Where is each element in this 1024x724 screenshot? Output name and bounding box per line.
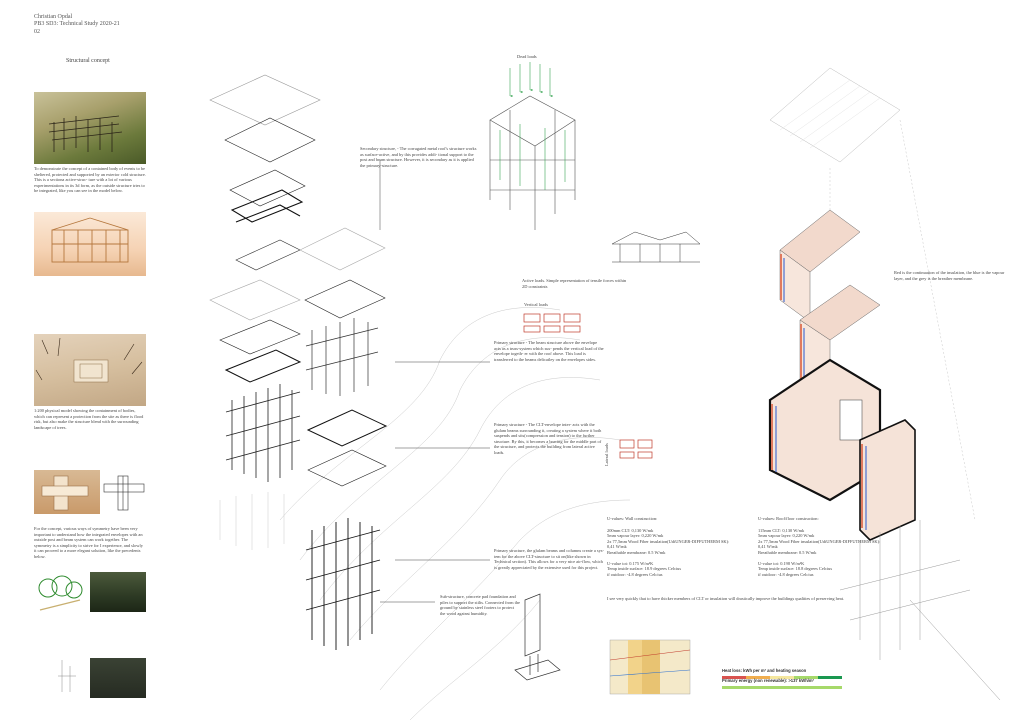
u-values-roof-result: if outdoor: -4.8 degrees Celcius bbox=[758, 571, 814, 577]
u-values-roof-line: Breathable membrane: 0.5 W/mk bbox=[758, 549, 817, 555]
precedent-photo-forest bbox=[90, 572, 146, 612]
layers-note: Red is the continuation of the insulatio… bbox=[894, 270, 1005, 281]
temperature-chart-thumbnail bbox=[609, 639, 691, 695]
precedent-sketch bbox=[58, 660, 76, 692]
page-number: 02 bbox=[34, 28, 40, 35]
u-values-roof-result: Temp inside surface: 18.8 degrees Celciu… bbox=[758, 566, 833, 572]
foundation-detail bbox=[514, 593, 561, 681]
u-values-roof-line: 2x 77,5mm Wood Fiber insulation(UdiUNGER… bbox=[758, 538, 881, 544]
u-values-wall-line: 200mm CLT: 0,130 W/mk bbox=[607, 527, 654, 533]
page-header: Christian Opdal PB3 SD3: Technical Study… bbox=[34, 14, 120, 36]
model-description: 1:200 physical model showing the contain… bbox=[34, 408, 144, 430]
author-name: Christian Opdal bbox=[34, 14, 73, 20]
joint-illustration bbox=[41, 475, 89, 511]
u-values-wall-line: Breathable membrane: 0.5 W/mk bbox=[607, 549, 666, 555]
dead-loads-label: Dead loads bbox=[517, 54, 537, 59]
site-model-illustration bbox=[35, 337, 143, 383]
u-values-wall-result: if outdoor: -4.8 degrees Celcius bbox=[607, 571, 663, 577]
model-photo-timber-frame bbox=[34, 212, 146, 276]
vertical-loads-label: Vertical loads bbox=[524, 302, 549, 307]
u-values-roof: U-values: Roof/floor construction: 115mm… bbox=[758, 516, 908, 577]
lateral-loads-diagrams bbox=[619, 439, 653, 459]
leader-lines bbox=[379, 160, 490, 603]
course-title: PB3 SD3: Technical Study 2020-21 bbox=[34, 21, 120, 28]
u-values-wall-line: 2x 77,5mm Wood Fiber insulation(UdiUNGER… bbox=[607, 538, 730, 544]
u-values-roof-title: U-values: Roof/floor construction: bbox=[758, 516, 819, 521]
timber-frame-illustration bbox=[51, 217, 129, 263]
u-values-wall: U-values: Wall construction: 200mm CLT: … bbox=[607, 516, 757, 577]
joint-photo bbox=[34, 470, 100, 514]
section-title: Structural concept bbox=[66, 58, 110, 64]
model-photo-site bbox=[34, 334, 146, 406]
primary-clt-note: Primary structure - The CLT-envelope int… bbox=[494, 422, 602, 455]
energy-bars bbox=[722, 676, 842, 689]
sub-structure-note: Sub-structure, concrete pad foundation a… bbox=[440, 594, 520, 616]
lateral-loads-label: Lateral loads bbox=[604, 443, 609, 466]
u-values-roof-line: 0,41 W/mk bbox=[758, 544, 778, 550]
model-sticks-illustration bbox=[48, 115, 123, 152]
dead-loads-diagram bbox=[489, 62, 576, 230]
intro-text: To demonstrate the concept of a containe… bbox=[34, 166, 146, 194]
primary-energy-label: Primary energy (non renewable): >137 kWh… bbox=[722, 678, 815, 683]
u-values-wall-title: U-values: Wall construction: bbox=[607, 516, 658, 521]
secondary-structure-note: Secondary structure, - The corrugated me… bbox=[360, 146, 477, 168]
exploded-axo-left bbox=[209, 74, 321, 550]
primary-glulam-note: Primary structure, the glulam beams and … bbox=[494, 548, 604, 570]
u-values-wall-line: 0,41 W/mk bbox=[607, 544, 627, 550]
model-photo-moss bbox=[34, 92, 146, 164]
active-loads-note: Active loads. Simple representation of t… bbox=[522, 278, 627, 289]
u-values-wall-result: Temp inside surface: 18.9 degrees Celciu… bbox=[607, 566, 682, 572]
envelope-axo-right bbox=[768, 67, 1001, 701]
joint-drawing bbox=[103, 475, 145, 511]
u-values-roof-line: 115mm CLT: 0,130 W/mk bbox=[758, 527, 805, 533]
u-values-roof-line: 5mm vapour layer: 0,220 W/mk bbox=[758, 533, 815, 539]
small-section-drawing bbox=[611, 231, 701, 263]
heat-loss-label: Heat loss: kWh per m² and heating season bbox=[722, 668, 807, 673]
primary-beam-note: Primary structure - The beam structure a… bbox=[494, 340, 604, 362]
u-values-roof-result: U-value tot: 0.198 W/m²K bbox=[758, 560, 805, 566]
symmetry-text: For the concept, various ways of symmetr… bbox=[34, 526, 143, 559]
exploded-axo-middle bbox=[299, 227, 388, 650]
vertical-loads-diagrams bbox=[523, 313, 581, 333]
site-contours bbox=[279, 307, 631, 721]
u-values-conclusion: I see very quickly that to have thicker … bbox=[607, 596, 845, 601]
u-values-wall-result: U-value tot: 0.175 W/m²K bbox=[607, 560, 654, 566]
tree-diagram bbox=[38, 575, 83, 611]
precedent-photo-cabin bbox=[90, 658, 146, 698]
u-values-wall-line: 5mm vapour layer: 0,220 W/mk bbox=[607, 533, 664, 539]
